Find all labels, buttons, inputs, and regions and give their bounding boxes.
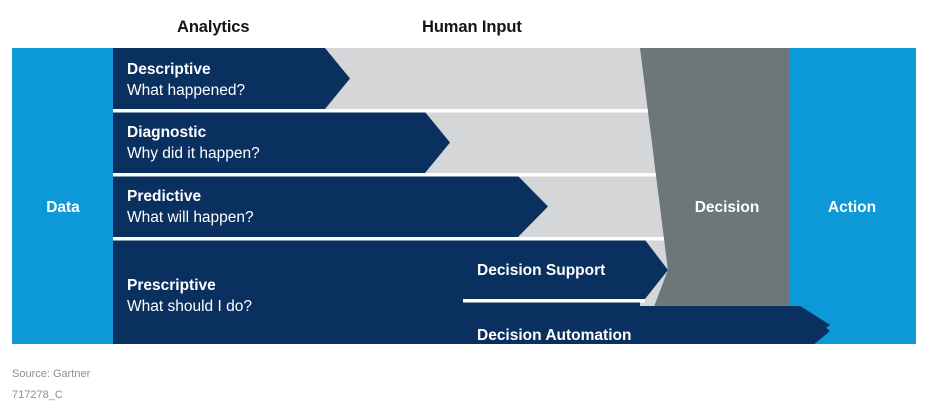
column-header-human-input: Human Input [422, 18, 522, 36]
label-decision-support: Decision Support [477, 262, 605, 279]
label-predictive-question: What will happen? [127, 209, 254, 226]
label-decision-automation: Decision Automation [477, 327, 631, 344]
row-gap-3 [113, 237, 668, 241]
label-decision: Decision [695, 199, 760, 216]
row-gap-2 [113, 173, 668, 177]
bottom-trim [113, 344, 830, 356]
arrow-diagnostic [113, 112, 450, 173]
label-prescriptive-title: Prescriptive [127, 277, 216, 294]
band-data [12, 48, 113, 344]
arrow-decision-support [463, 240, 668, 299]
label-data: Data [46, 199, 80, 216]
figure-code: 717278_C [12, 389, 63, 401]
arrow-predictive [113, 176, 548, 237]
label-predictive-title: Predictive [127, 188, 201, 205]
source-attribution: Source: Gartner [12, 368, 91, 380]
arrow-decision-automation-overlay [113, 306, 830, 344]
column-header-analytics: Analytics [177, 18, 250, 36]
row-gap-1 [113, 109, 668, 113]
label-descriptive-title: Descriptive [127, 61, 211, 78]
band-action [789, 48, 916, 344]
divider-decision-modes [463, 299, 645, 303]
label-diagnostic-question: Why did it happen? [127, 145, 260, 162]
label-diagnostic-title: Diagnostic [127, 124, 207, 141]
label-prescriptive-question: What should I do? [127, 298, 252, 315]
arrow-descriptive [113, 48, 350, 109]
label-action: Action [828, 199, 876, 216]
band-decision-overlay [640, 48, 789, 344]
label-descriptive-question: What happened? [127, 82, 245, 99]
